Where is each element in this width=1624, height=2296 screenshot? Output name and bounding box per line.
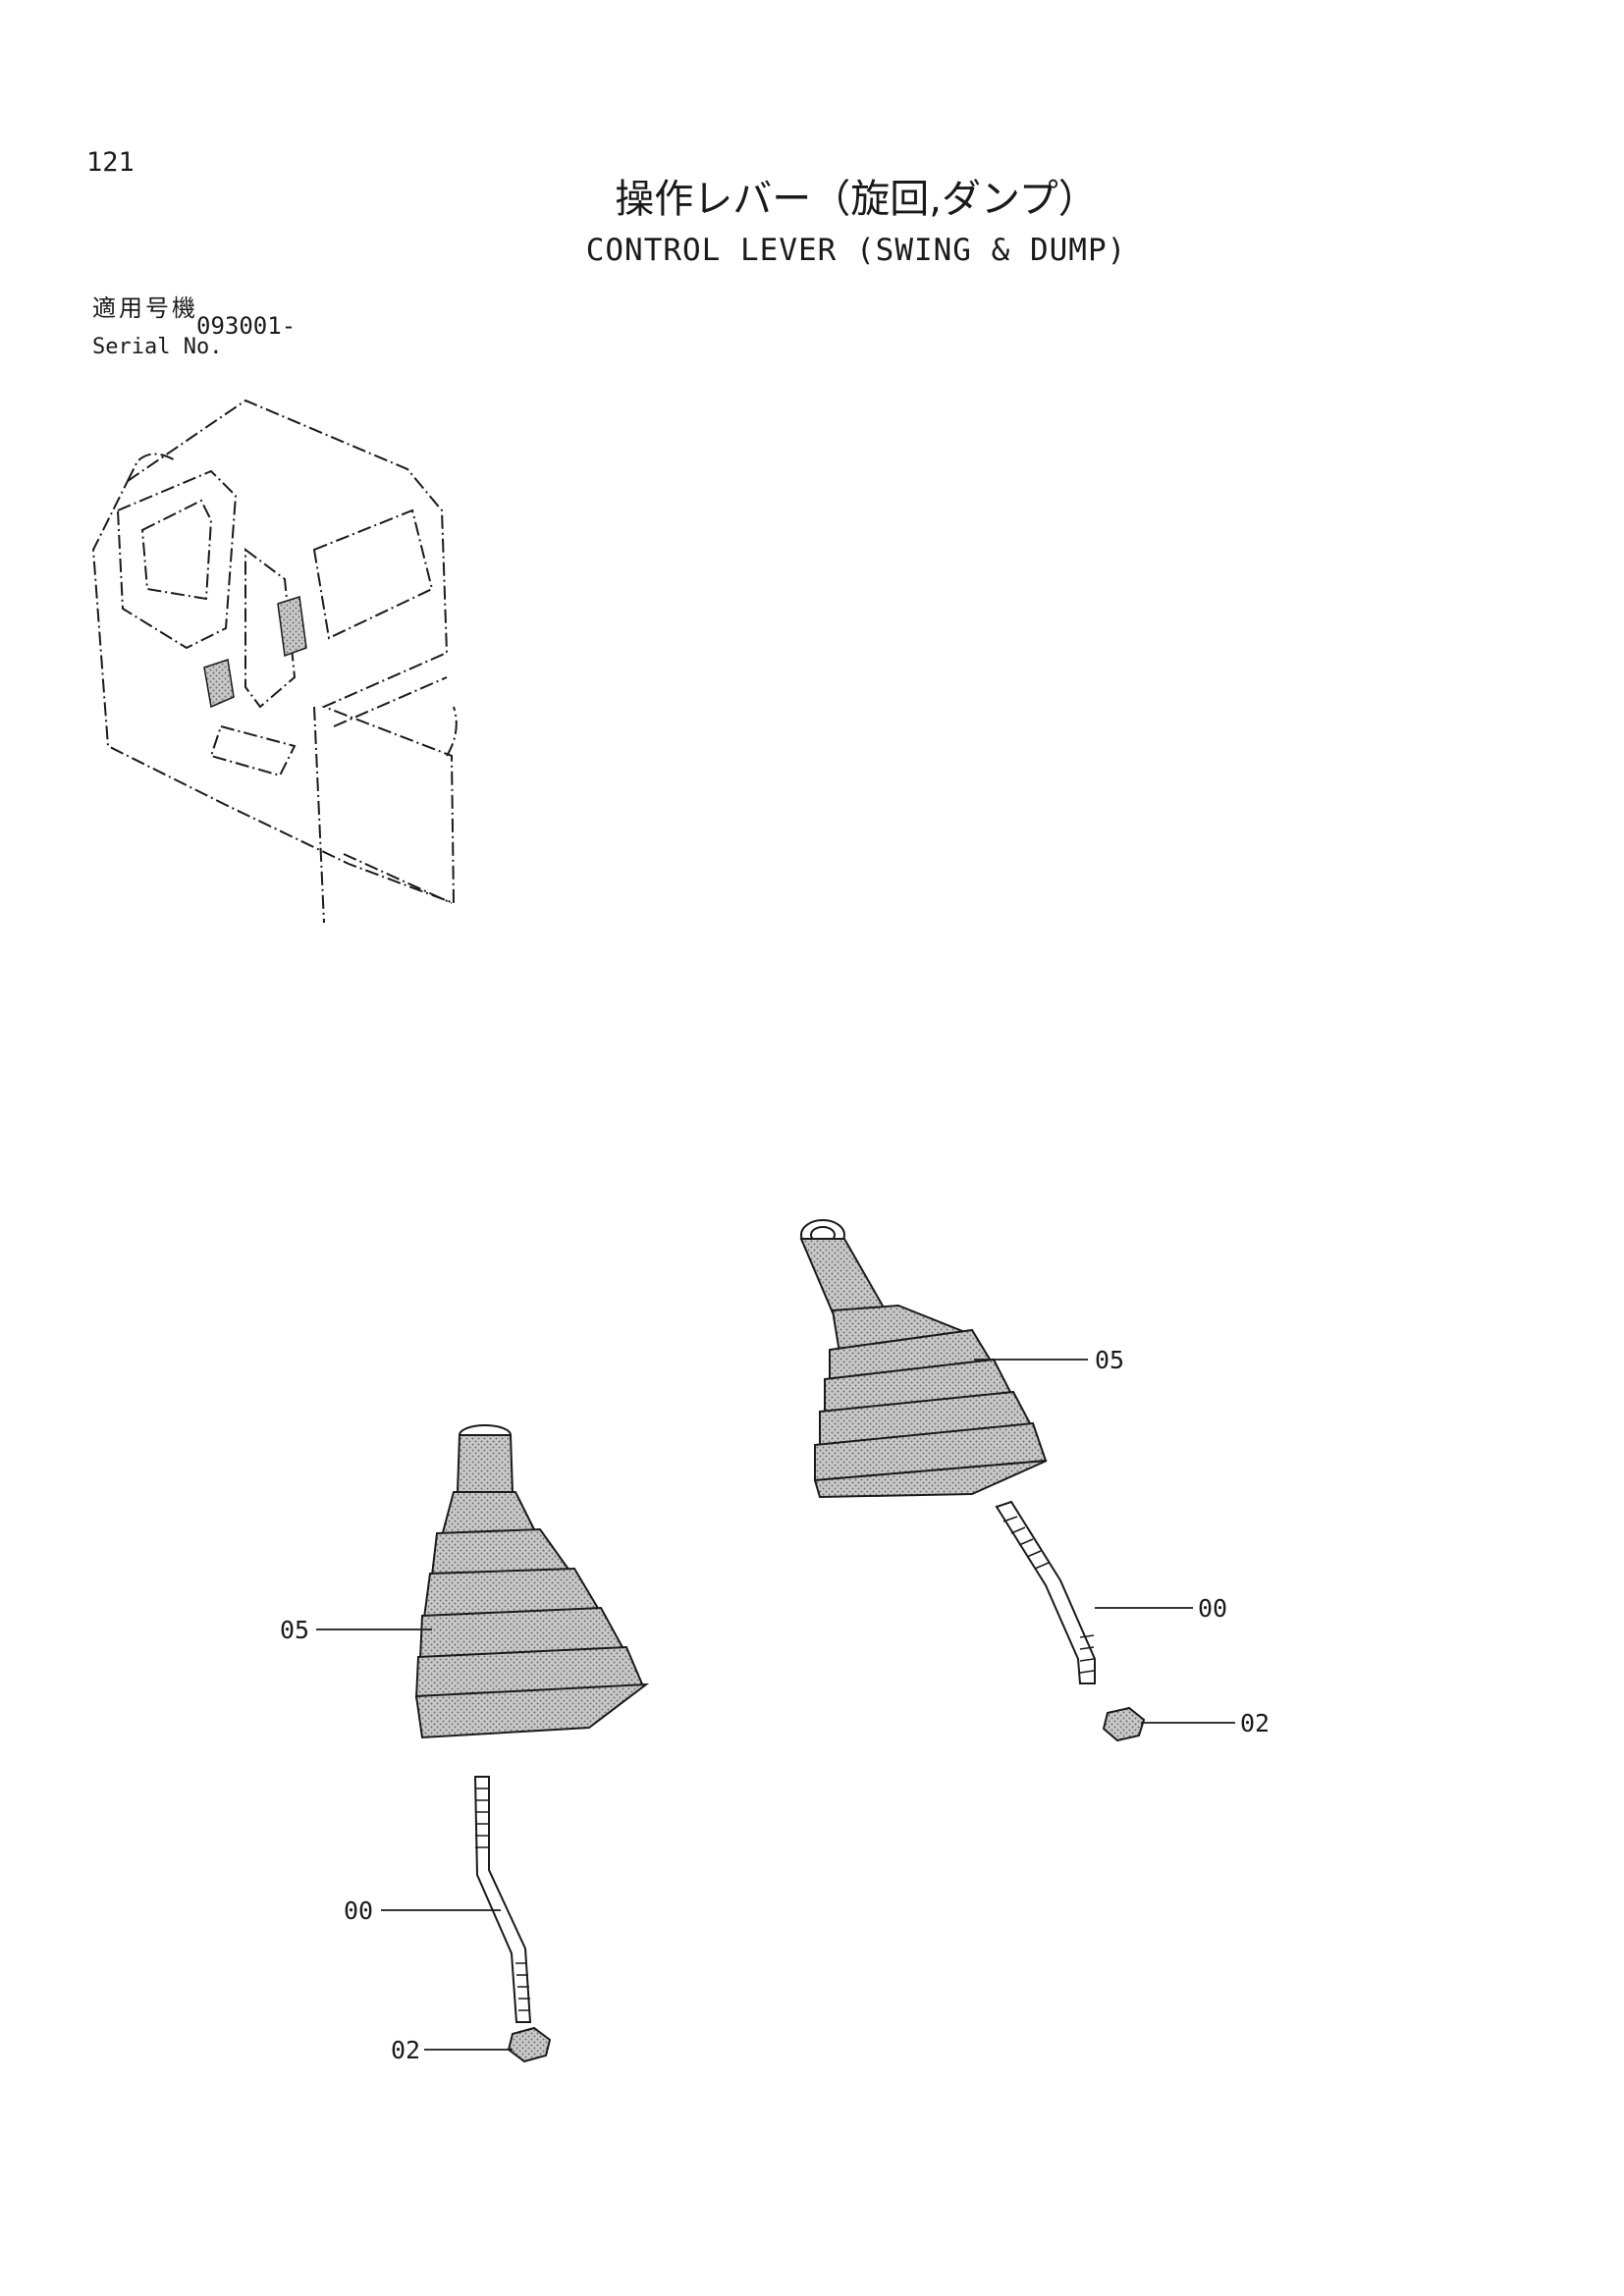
callout-02-right: 02: [1240, 1709, 1271, 1737]
left-lever-nut: [507, 2026, 552, 2063]
left-lever-boot: [414, 1424, 650, 1739]
serial-label-english: Serial No.: [92, 335, 223, 359]
callout-02-left: 02: [391, 2036, 421, 2064]
right-lever-nut: [1102, 1706, 1146, 1742]
callout-05-right: 05: [1095, 1346, 1125, 1374]
cab-lever-highlight: [203, 596, 307, 709]
serial-label-japanese: 適用号機: [92, 294, 198, 322]
page-number: 121: [86, 147, 135, 178]
serial-number-range: 093001-: [196, 312, 297, 340]
left-lever-rod: [473, 1776, 532, 2023]
callout-00-right: 00: [1198, 1594, 1228, 1623]
right-lever-boot: [799, 1219, 1048, 1499]
callout-leader-lines: [316, 1359, 1235, 2051]
page-title-japanese: 操作レバー（旋回,ダンプ）: [615, 177, 1098, 222]
cab-overview-illustration: [91, 399, 458, 924]
callout-00-left: 00: [344, 1896, 374, 1925]
callout-05-left: 05: [280, 1616, 310, 1644]
right-lever-rod: [995, 1500, 1096, 1684]
page-title-english: CONTROL LEVER (SWING & DUMP): [585, 233, 1127, 268]
